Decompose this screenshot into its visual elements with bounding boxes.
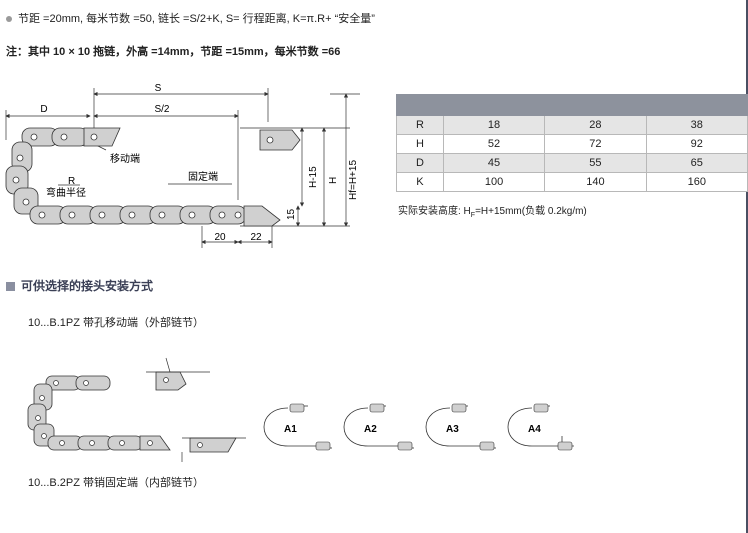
connector-drawing (27, 357, 246, 462)
label-bend-radius: 弯曲半径 (46, 186, 86, 199)
label-fixed-end: 固定端 (188, 170, 218, 183)
table-cell: 100 (442, 172, 546, 192)
caption-b2: 10...B.2PZ 带销固定端（内部链节） (28, 477, 205, 489)
table-cell: 52 (442, 134, 546, 154)
table-cell: 28 (544, 115, 647, 135)
table-header-row (396, 94, 748, 116)
variant-drawings: A1 A2 A3 A4 (263, 403, 574, 451)
dim-label-H15: H-15 (308, 166, 319, 188)
dim-label-D: D (40, 104, 47, 115)
dim-label-22: 22 (250, 232, 262, 243)
spec-table: R 18 28 38 H 52 72 92 D 45 55 65 K 100 1… (396, 94, 748, 192)
variant-label-a4: A4 (528, 424, 541, 435)
spec-header-line: 节距 =20mm, 每米节数 =50, 链长 =S/2+K, S= 行程距离, … (6, 10, 375, 26)
dim-label-S2: S/2 (154, 104, 169, 115)
table-row: R 18 28 38 (396, 115, 748, 135)
table-cell: 65 (645, 153, 748, 173)
dim-label-H: H (328, 177, 339, 184)
bullet-icon (6, 16, 12, 23)
table-cell: K (396, 172, 444, 192)
table-cell: 140 (544, 172, 647, 192)
install-height-note: 实际安装高度: HF=H+15mm(负载 0.2kg/m) (398, 206, 587, 219)
table-row: D 45 55 65 (396, 153, 748, 173)
table-cell: 72 (544, 134, 647, 154)
caption-b1: 10...B.1PZ 带孔移动端（外部链节） (28, 317, 205, 329)
label-R: R (68, 176, 75, 187)
dim-label-15: 15 (286, 208, 297, 220)
table-cell: D (396, 153, 444, 173)
dim-label-Hf: Hf=H+15 (348, 160, 359, 200)
table-cell: R (396, 115, 444, 135)
note-line: 注：其中 10 × 10 拖链，外高 =14mm，节距 =15mm，每米节数 =… (6, 46, 341, 58)
dim-label-20: 20 (214, 232, 226, 243)
chain-dimension-diagram: S D S/2 移动端 固定端 R 弯曲半径 20 22 15 H-15 H H… (5, 83, 360, 248)
table-cell: 18 (442, 115, 546, 135)
square-bullet-icon (6, 282, 15, 291)
variant-label-a3: A3 (446, 424, 459, 435)
dim-label-S: S (155, 83, 162, 94)
table-cell: 92 (645, 134, 748, 154)
table-cell: H (396, 134, 444, 154)
table-row: H 52 72 92 (396, 134, 748, 154)
variant-label-a2: A2 (364, 424, 377, 435)
table-row: K 100 140 160 (396, 172, 748, 192)
spec-header-text: 节距 =20mm, 每米节数 =50, 链长 =S/2+K, S= 行程距离, … (18, 13, 375, 25)
table-cell: 38 (645, 115, 748, 135)
variant-label-a1: A1 (284, 424, 297, 435)
label-moving-end: 移动端 (110, 152, 140, 165)
right-border (746, 0, 748, 533)
section-title: 可供选择的接头安装方式 (6, 277, 153, 294)
table-cell: 45 (442, 153, 546, 173)
table-cell: 160 (645, 172, 748, 192)
table-cell: 55 (544, 153, 647, 173)
